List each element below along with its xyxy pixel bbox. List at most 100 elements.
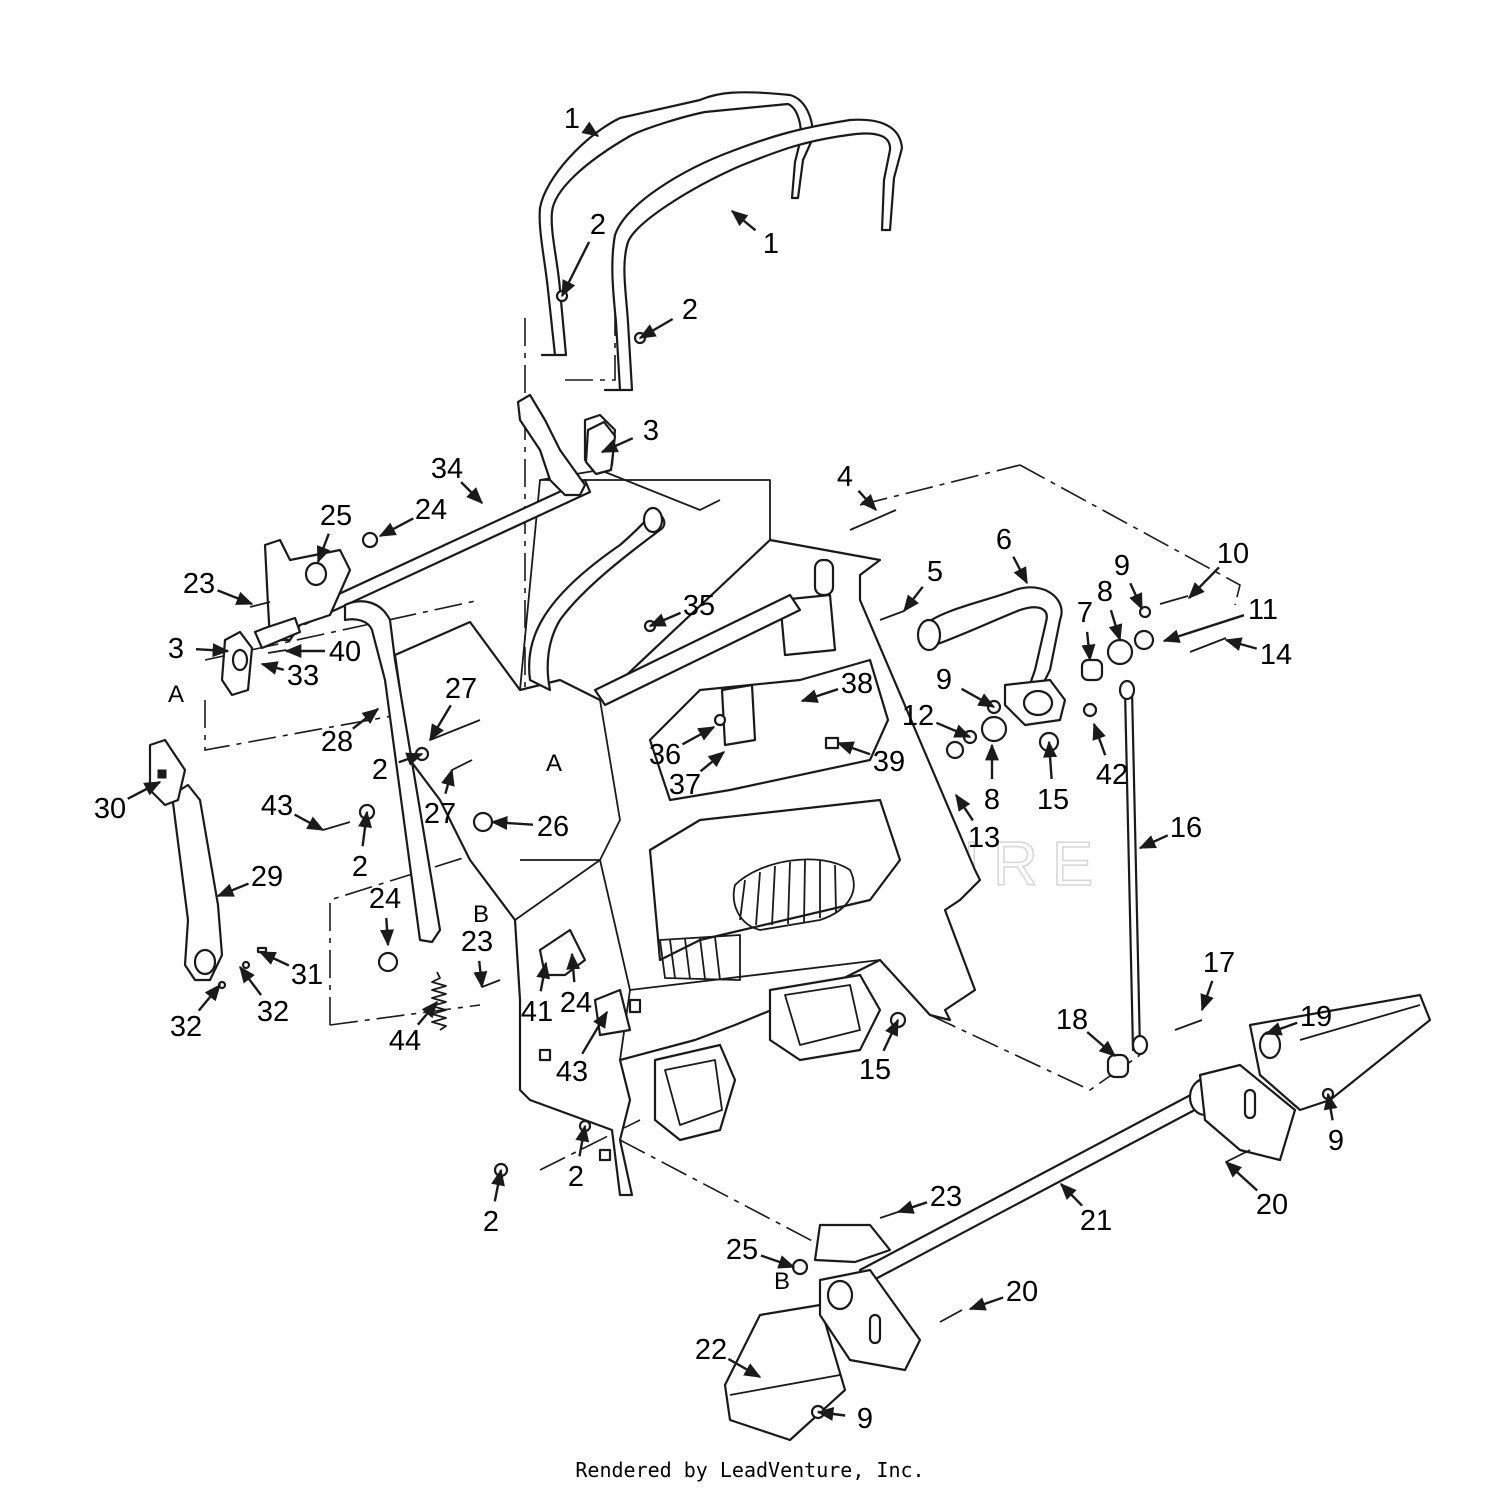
callout-c23c: 23 <box>896 1181 962 1214</box>
callout-c13: 13 <box>955 793 1000 854</box>
callout-leader <box>217 589 254 606</box>
bracket-left <box>253 538 352 650</box>
callout-number: 8 <box>984 784 1000 816</box>
callout-c39: 39 <box>836 741 905 778</box>
callout-leader <box>960 687 996 709</box>
callout-number: 6 <box>996 524 1012 556</box>
callout-leader <box>816 1407 846 1421</box>
callout-leader <box>882 1018 900 1052</box>
callout-number: 9 <box>1114 550 1130 582</box>
callout-leader <box>566 952 581 983</box>
callout-c27a: 27 <box>428 673 477 742</box>
handlebar-right <box>603 118 904 392</box>
callout-number: 1 <box>763 228 779 260</box>
callout-c3b: 3 <box>168 633 230 665</box>
callout-c8b: 8 <box>984 743 1000 816</box>
callout-c43b: 43 <box>556 1010 609 1088</box>
callout-number: 29 <box>251 861 283 893</box>
callout-leader <box>581 121 600 137</box>
callout-number: 23 <box>930 1181 962 1213</box>
callout-c33: 33 <box>260 660 319 692</box>
callout-c15a: 15 <box>1037 740 1069 816</box>
callout-c21: 21 <box>1060 1182 1112 1237</box>
callout-number: 28 <box>321 726 353 758</box>
callout-c3a: 3 <box>600 415 659 454</box>
callout-number: 41 <box>521 996 553 1028</box>
callout-c17: 17 <box>1200 947 1235 1012</box>
callout-leader <box>1188 566 1220 600</box>
callout-number: 4 <box>837 461 853 493</box>
callout-leader <box>1138 834 1169 850</box>
callout-c30: 30 <box>94 780 162 825</box>
callout-leader <box>260 661 285 675</box>
callout-leader <box>428 704 452 742</box>
callout-number: 2 <box>352 851 368 883</box>
callout-leader <box>1086 1031 1117 1057</box>
callout-c2e: 2 <box>568 1124 590 1193</box>
callout-number: 20 <box>1006 1276 1038 1308</box>
callout-c22: 22 <box>695 1334 762 1379</box>
knob-30 <box>148 738 187 807</box>
callout-c9a: 9 <box>1114 550 1144 611</box>
callout-leader <box>416 1000 438 1026</box>
callout-c28: 28 <box>321 708 380 758</box>
callout-c23b: 23 <box>461 926 493 989</box>
callout-leader <box>699 751 726 773</box>
callout-c15b: 15 <box>859 1018 900 1086</box>
callout-leader <box>473 960 488 989</box>
callout-c9b: 9 <box>936 664 996 709</box>
callout-c1b: 1 <box>730 210 779 260</box>
footer-credit: Rendered by LeadVenture, Inc. <box>575 1458 925 1482</box>
callout-number: 43 <box>261 790 293 822</box>
reference-letter-lB1: B <box>473 901 489 928</box>
pivot-bracket-3-right <box>584 420 617 476</box>
callout-leader <box>935 721 972 739</box>
callout-number: 23 <box>183 568 215 600</box>
callout-number: 9 <box>1328 1125 1344 1157</box>
callout-leader <box>581 1010 609 1055</box>
callout-c44: 44 <box>389 1000 438 1057</box>
callout-c20a: 20 <box>1224 1161 1288 1221</box>
callout-c41: 41 <box>521 961 553 1028</box>
callout-c37: 37 <box>669 751 726 801</box>
callout-number: 37 <box>669 769 701 801</box>
callout-leader <box>358 810 372 847</box>
callout-number: 15 <box>1037 784 1069 816</box>
callout-leader <box>1200 980 1214 1012</box>
bracket-25-lower <box>813 1223 892 1264</box>
callout-number: 3 <box>643 415 659 447</box>
callout-leader <box>316 533 331 564</box>
callout-c23a: 23 <box>183 568 254 606</box>
callout-c12: 12 <box>902 700 972 739</box>
callout-c38: 38 <box>800 668 873 703</box>
callout-number: 22 <box>695 1334 727 1366</box>
callout-c2a: 2 <box>560 209 606 298</box>
callout-leader <box>258 950 290 967</box>
reference-letter-lA2: A <box>546 750 562 777</box>
callout-number: 34 <box>431 453 463 485</box>
callout-c34: 34 <box>431 453 483 504</box>
callout-leader <box>127 780 162 800</box>
callout-number: 3 <box>168 633 184 665</box>
callout-number: 43 <box>556 1056 588 1088</box>
callout-number: 24 <box>560 987 592 1019</box>
callout-c42: 42 <box>1092 722 1128 791</box>
callout-number: 10 <box>1217 538 1249 570</box>
callout-number: 30 <box>94 793 126 825</box>
callout-number: 27 <box>445 673 477 705</box>
callout-number: 44 <box>389 1025 421 1057</box>
callout-leader <box>575 1124 590 1157</box>
callout-leader <box>836 741 871 756</box>
callout-leader <box>378 517 414 538</box>
engine-frame <box>393 469 982 1197</box>
handlebar-left <box>538 91 814 357</box>
callout-leader <box>681 725 716 746</box>
callout-number: 31 <box>291 959 323 991</box>
callout-leader <box>760 1254 796 1269</box>
callout-number: 36 <box>649 739 681 771</box>
handle-6 <box>916 586 1067 727</box>
callout-c35: 35 <box>648 590 715 628</box>
callout-number: 27 <box>424 798 456 830</box>
callout-leader <box>727 1357 762 1379</box>
